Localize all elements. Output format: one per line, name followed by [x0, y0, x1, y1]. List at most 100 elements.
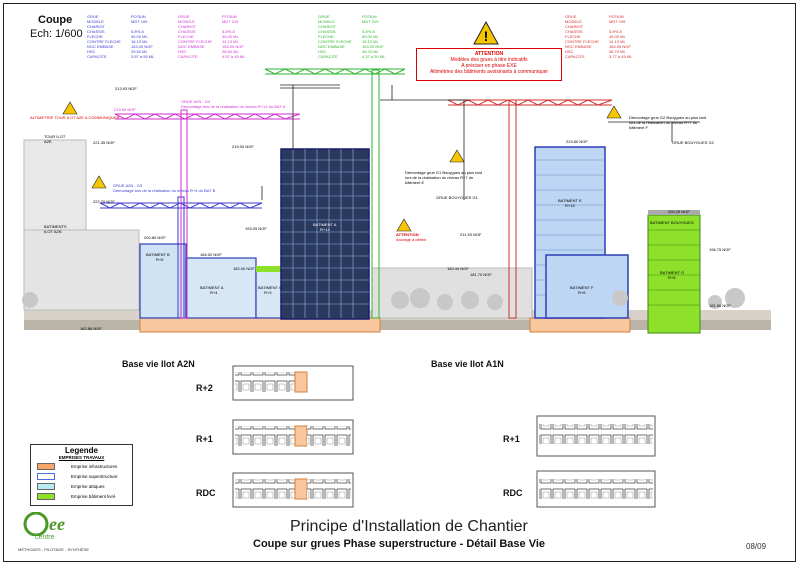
- warning-line-1: Modèles des grues à titre indicatifs: [450, 57, 528, 63]
- plan-a2n-rdc-modules-a: [235, 479, 295, 499]
- plan-a2n-r1-modules-b: [307, 426, 351, 446]
- ngf-level-12: 181.70 NGF: [470, 272, 492, 277]
- warning-line-3: Altimétries des bâtiments avoisinants à …: [429, 69, 549, 75]
- trees: [22, 288, 745, 310]
- ngf-level-9: 193.05 NGF: [245, 226, 267, 231]
- page-title: Principe d'Installation de Chantier: [290, 518, 528, 535]
- level-label-a1n-r1: R+1: [503, 434, 520, 444]
- ngf-level-14: 200.25 NGF: [668, 209, 690, 214]
- batiments-a2n-bg: [23, 229, 140, 311]
- plan-a2n-r1-modules-a: [235, 426, 295, 446]
- plan-a2n-rdc-stair: [294, 478, 308, 500]
- plan-a1n-rdc-modules: [539, 479, 653, 499]
- crane-red: [447, 99, 613, 319]
- page-subtitle: Coupe sur grues Phase superstructure - D…: [253, 538, 546, 550]
- level-label-a2n-r1: R+1: [196, 434, 213, 444]
- building-f-label: BATIMENT F: [570, 285, 594, 290]
- base-vie-a1n-title: Base vie Ilot A1N: [431, 359, 504, 369]
- building-g-label: BATIMENT G: [660, 270, 685, 275]
- plan-a2n-rdc-modules-b: [307, 479, 351, 499]
- warning-heading: ATTENTION: [474, 51, 504, 57]
- svg-text:ee: ee: [49, 514, 65, 534]
- logo-text: centre: [35, 534, 55, 541]
- building-g-floors: [648, 229, 700, 306]
- warning2-heading: ATTENTION: [396, 232, 419, 237]
- tower-a-windows: [281, 149, 369, 318]
- company-logo-icon: ee: [23, 512, 65, 536]
- building-f-level: R+6: [578, 290, 586, 295]
- building-a-low-level: R+4: [210, 290, 218, 295]
- legend-item: Emprise infrastructures: [37, 463, 132, 470]
- building-f: [545, 254, 629, 319]
- legend: Legende EMPRISES TRAVAUX Emprise infrast…: [30, 444, 133, 506]
- ngf-level-3: 219.00 NGF: [232, 144, 254, 149]
- sheet-border: [3, 3, 796, 562]
- warning-triangle-icon: [62, 101, 622, 232]
- level-label-a2n-rdc: RDC: [196, 488, 216, 498]
- legend-swatch: [37, 463, 55, 470]
- batiments-a2n-label: BATIMENTS ILOT A2N: [44, 224, 67, 234]
- ngf-level-1: 221.35 NGF: [93, 140, 115, 145]
- plan-a2n-r1-stair: [294, 425, 308, 447]
- building-a-tower: [280, 148, 370, 320]
- ngf-level-10: 223.60 NGF: [566, 139, 588, 144]
- level-label-a1n-rdc: RDC: [503, 488, 523, 498]
- legend-item: Emprise bâtiment livré: [37, 493, 132, 500]
- level-label-a2n-r2: R+2: [196, 383, 213, 393]
- building-e-label: BATIMENT E: [558, 198, 582, 203]
- ngf-level-6: 213.93 NGF: [115, 86, 137, 91]
- ngf-level-13: 211.50 NGF: [460, 232, 482, 237]
- crane-g3-note: Démontage lors de la réalisation du nive…: [113, 188, 216, 193]
- building-c-level: R+3: [264, 290, 272, 295]
- building-e-level: R+15: [565, 203, 575, 208]
- legend-swatch: [37, 473, 55, 480]
- building-a-low-label: BATIMENT A: [200, 285, 224, 290]
- building-a-tower-level: R+14: [320, 227, 330, 232]
- crane-g4-label: GRUE A2N - G4: [181, 99, 211, 104]
- legend-swatch: [37, 493, 55, 500]
- crane-green: [264, 68, 406, 319]
- base-vie-a2n-title: Base vie Ilot A2N: [122, 359, 195, 369]
- ngf-level-5: 219.60 NGF: [114, 107, 136, 112]
- ngf-level-16: 181.56 NGF: [709, 303, 731, 308]
- crane-g4-note: Démontage lors de la réalisation du nive…: [181, 104, 286, 109]
- crane-g4: [114, 109, 301, 319]
- ground-deep: [24, 320, 771, 330]
- plan-a2n-r2-stair: [294, 371, 308, 393]
- warning-triangle-icon: !: [473, 21, 499, 45]
- building-c: [255, 269, 285, 319]
- logo-tagline: MÉTHODES - PILOTAGE - SYNTHÈSE: [18, 547, 90, 552]
- legend-label: Emprise bâtiment livré: [71, 494, 116, 499]
- crane-g1-label: GRUE BOUYGUES G1: [436, 195, 478, 200]
- ngf-level-4: 200.80 NGF: [144, 235, 166, 240]
- building-g: [647, 214, 701, 334]
- page-number: 08/09: [746, 542, 767, 551]
- legend-subtitle: EMPRISES TRAVAUX: [58, 455, 105, 460]
- building-b-level: R+6: [156, 257, 164, 262]
- crane-bouygues-lines: [261, 84, 700, 200]
- legend-swatch: [37, 483, 55, 490]
- building-g-roof: [648, 210, 700, 215]
- ngf-level-17: 162.86 NGF: [80, 326, 102, 331]
- building-b-label: BATIMENT B: [146, 252, 170, 257]
- crane-section-drawing: [22, 68, 771, 334]
- plan-a2n-r2-modules: [235, 372, 295, 392]
- plan-a1n-r1-modules: [539, 424, 653, 444]
- legend-label: Emprise infrastructures: [71, 464, 118, 469]
- crane-g3-label: GRUE A2N - G3: [113, 183, 143, 188]
- tower-altitude-label: ALTIMETRIE TOUR ILOT A2E A COMMUNIQUER: [30, 115, 120, 120]
- legend-item: Emprise superstructure: [37, 473, 132, 480]
- bat-bouygues-label: BATIMENT BOUYGUES: [650, 220, 694, 225]
- building-c-roof: [256, 266, 284, 272]
- ngf-level-11: 182.44 NGF: [447, 266, 469, 271]
- crane-g2-note: Démontage grue G2 Bouygues au plus tard …: [629, 115, 707, 130]
- warning-box: ATTENTION Modèles des grues à titre indi…: [416, 48, 562, 81]
- ngf-level-15: 196.75 NGF: [709, 247, 731, 252]
- ngf-level-7: 184.02 NGF: [200, 252, 222, 257]
